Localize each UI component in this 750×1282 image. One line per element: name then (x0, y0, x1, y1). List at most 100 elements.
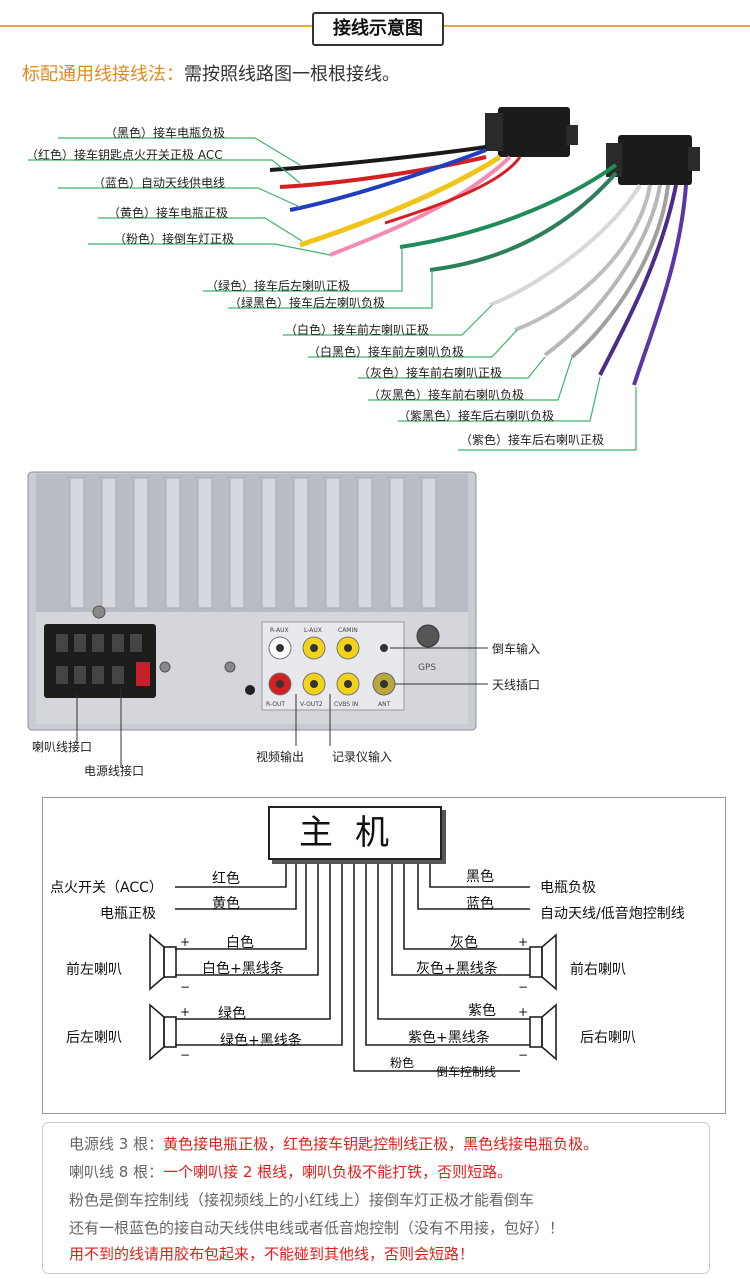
wire-red-short (384, 156, 522, 225)
wire-label-gray-black: （灰黑色）接车前右喇叭负极 (368, 388, 525, 402)
notes-box: 电源线 3 根：黄色接电瓶正极，红色接车钥匙控制线正极，黑色线接电瓶负极。 喇叭… (42, 1122, 710, 1274)
wire-yellow (299, 154, 502, 248)
port-label-ant: ANT (378, 701, 391, 708)
port-label-vout2: V-OUT2 (300, 701, 323, 708)
wire-label-purple-black: （紫黑色）接车后右喇叭负极 (398, 409, 555, 423)
wire-label-black: （黑色）接车电瓶负极 (105, 126, 226, 140)
power-port-label: 电源线接口 (84, 764, 145, 778)
wire-gray (543, 184, 662, 357)
note-line-1: 电源线 3 根：黄色接电瓶正极，红色接车钥匙控制线正极，黑色线接电瓶负极。 (69, 1133, 598, 1154)
wire-blue (289, 148, 487, 212)
port-label-laux: L-AUX (304, 627, 322, 634)
antenna-socket-label: 天线插口 (492, 678, 541, 692)
wire-label-red: （红色）接车钥匙点火开关正极 ACC (26, 148, 223, 162)
plus-mark: + (518, 935, 529, 949)
reverse-control-label: 倒车控制线 (436, 1065, 497, 1079)
cooling-fins (69, 477, 437, 609)
front-left-neg-wire: 白色+黑线条 (202, 961, 284, 977)
port-label-raux: R-AUX (270, 627, 289, 634)
rear-left-neg-wire: 绿色+黑线条 (220, 1033, 302, 1049)
rear-right-speaker-label: 后右喇叭 (580, 1030, 636, 1046)
front-right-speaker-label: 前右喇叭 (570, 962, 626, 978)
wire-white (489, 183, 642, 307)
port-label-cvbsin: CVBS IN (334, 701, 358, 708)
host-unit-box: 主机 (268, 806, 442, 860)
power-connector (485, 107, 578, 157)
wire-label-green-black: （绿黑色）接车后左喇叭负极 (229, 296, 386, 310)
rca-jacks (268, 636, 396, 696)
wire-label-green: （绿色）接车后左喇叭正极 (206, 279, 351, 293)
minus-mark: − (518, 980, 529, 994)
battery-pos-label: 电瓶正极 (100, 906, 156, 922)
rear-right-pos-wire: 紫色 (468, 1003, 496, 1019)
battery-neg-wire-label: 黑色 (466, 869, 494, 885)
note-line-2: 喇叭线 8 根：一个喇叭接 2 根线，喇叭负极不能打铁，否则短路。 (69, 1161, 512, 1182)
minus-mark: − (180, 1048, 191, 1062)
wire-green-black (429, 171, 618, 272)
acc-label: 点火开关（ACC） (50, 880, 163, 896)
subtitle: 标配通用线接线法：需按照线路图一根根接线。 (22, 60, 400, 86)
acc-wire-label: 红色 (212, 871, 240, 887)
plus-mark: + (518, 1005, 529, 1019)
plus-mark: + (180, 1005, 191, 1019)
antenna-control-label: 自动天线/低音炮控制线 (540, 906, 685, 922)
rear-left-pos-wire: 绿色 (218, 1006, 246, 1022)
wire-black (269, 145, 487, 172)
wire-label-pink: （粉色）接倒车灯正极 (114, 232, 235, 246)
port-label-gps: GPS (418, 663, 436, 673)
rear-left-speaker-label: 后左喇叭 (66, 1030, 122, 1046)
wire-label-white-black: （白黑色）接车前左喇叭负极 (308, 345, 465, 359)
note-power-prefix: 电源线 3 根： (69, 1135, 164, 1153)
plus-mark: + (180, 935, 191, 949)
battery-pos-wire-label: 黄色 (212, 896, 240, 912)
video-output-label: 视频输出 (256, 750, 305, 764)
wire-label-yellow: （黄色）接车电瓶正极 (108, 206, 229, 220)
speaker-front-right-icon (529, 933, 557, 991)
iso-connector (44, 624, 156, 698)
note-power-text: 黄色接电瓶正极，红色接车钥匙控制线正极，黑色线接电瓶负极。 (163, 1135, 599, 1153)
rear-right-neg-wire: 紫色+黑线条 (408, 1030, 490, 1046)
front-left-speaker-label: 前左喇叭 (66, 962, 122, 978)
subtitle-rest: 需按照线路图一根根接线。 (184, 64, 400, 85)
reverse-input-label: 倒车输入 (492, 642, 541, 656)
note-speaker-text: 一个喇叭接 2 根线，喇叭负极不能打铁，否则短路。 (163, 1163, 513, 1181)
wire-green (399, 163, 618, 249)
wire-pink (329, 155, 512, 257)
dashcam-input-label: 记录仪输入 (332, 750, 393, 764)
speaker-rear-left-icon (149, 1003, 177, 1061)
front-right-pos-wire: 灰色 (450, 935, 478, 951)
front-left-pos-wire: 白色 (226, 935, 254, 951)
speaker-port-label: 喇叭线接口 (32, 740, 93, 754)
antenna-wire-label: 蓝色 (466, 896, 494, 912)
wire-white-black (514, 184, 652, 332)
minus-mark: − (180, 980, 191, 994)
wire-label-purple: （紫色）接车后右喇叭正极 (460, 433, 605, 447)
wire-purple-black (598, 184, 678, 376)
battery-neg-label: 电瓶负极 (540, 880, 596, 896)
wire-label-blue: （蓝色）自动天线供电线 (93, 176, 226, 190)
wire-red (279, 155, 487, 189)
reverse-wire-label: 粉色 (390, 1056, 415, 1070)
wire-purple (632, 184, 688, 386)
panel-leader-lines (76, 647, 488, 768)
note-line-3: 粉色是倒车控制线（接视频线上的小红线上）接倒车灯正极才能看倒车 (69, 1191, 535, 1209)
port-label-camin: CAMIN (338, 627, 358, 634)
wire-label-white: （白色）接车前左喇叭正极 (285, 323, 430, 337)
wire-gray-black (570, 184, 670, 359)
subtitle-highlight: 标配通用线接线法： (22, 64, 184, 85)
wire-label-gray: （灰色）接车前右喇叭正极 (358, 366, 503, 380)
note-line-4: 还有一根蓝色的接自动天线供电线或者低音炮控制（没有不用接，包好）！ (69, 1219, 565, 1237)
front-right-neg-wire: 灰色+黑线条 (416, 961, 498, 977)
minus-mark: − (518, 1048, 529, 1062)
port-label-rout: R-OUT (266, 701, 285, 708)
speaker-connector (606, 135, 700, 185)
page-title: 接线示意图 (312, 12, 444, 46)
wire-harness-illustration (28, 107, 700, 451)
leader-lines (28, 137, 637, 451)
schematic-frame (42, 797, 726, 1114)
note-speaker-prefix: 喇叭线 8 根： (69, 1163, 164, 1181)
speaker-front-left-icon (149, 933, 177, 991)
speaker-rear-right-icon (529, 1003, 557, 1061)
rear-panel-illustration: R-AUX L-AUX CAMIN R-OUT V-OUT2 CVBS IN A… (27, 471, 488, 768)
note-line-5: 用不到的线请用胶布包起来，不能碰到其他线，否则会短路！ (69, 1245, 475, 1263)
